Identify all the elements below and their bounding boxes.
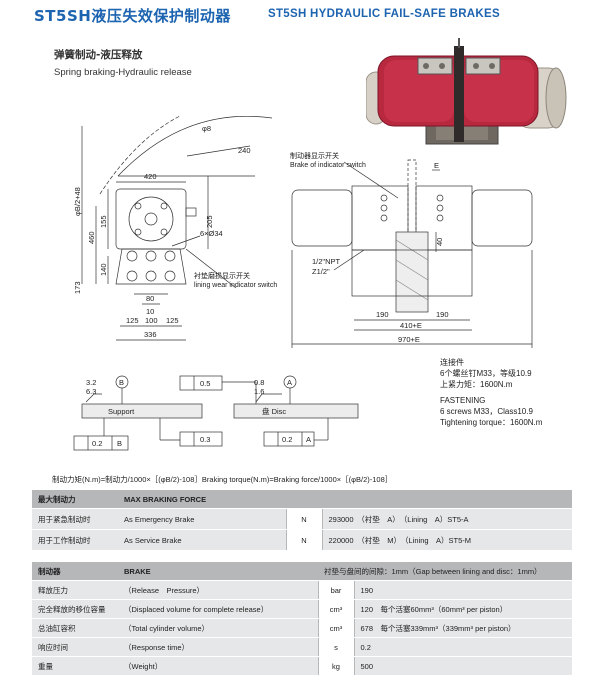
wear-indicator-label: 衬垫磨损显示开关 lining wear indicator switch [194, 273, 278, 289]
z-label: Z1/2" [312, 267, 330, 276]
dim-phiB: φB/2+48 [73, 187, 82, 216]
side-view-drawing: E 40 1/2"NPT Z1/2" 190 190 410+E 970+E [291, 159, 533, 348]
page-title-cn: ST5SH液压失效保护制动器 [34, 7, 231, 25]
dim-6xphi34: 6×Ø34 [200, 229, 223, 238]
parallel-02-a-ref: A [306, 435, 311, 444]
dim-410e: 410+E [400, 321, 422, 330]
runout-03: 0.3 [200, 435, 210, 444]
table1-header: 最大制动力 MAX BRAKING FORCE [32, 490, 572, 509]
table-row: 总油缸容积 （Total cylinder volume） cm³ 678 每个… [32, 618, 572, 638]
dim-420: 420 [144, 172, 157, 181]
brake-photo [366, 38, 567, 145]
npt-label: 1/2"NPT [312, 257, 341, 266]
table-row: 响应时间 （Response time） s 0.2 [32, 637, 572, 657]
parallel-02-a: 0.2 [282, 435, 292, 444]
datum-a: A [287, 378, 292, 387]
rough-63: 6.3 [86, 387, 96, 396]
subtitle-en: Spring braking-Hydraulic release [54, 67, 192, 78]
indicator-switch-label: 制动器显示开关 Brake of indicator switch [290, 153, 366, 169]
table-row: 用于工作制动时 As Service Brake N 220000 （衬垫 M）… [32, 529, 572, 551]
parallel-05: 0.5 [200, 379, 210, 388]
rough-16: 1.6 [254, 387, 264, 396]
rough-32: 3.2 [86, 378, 96, 387]
table-row: 重量 （Weight） kg 500 [32, 656, 572, 676]
table1-header-cn: 最大制动力 [32, 490, 118, 509]
label-e: E [434, 161, 439, 170]
dim-460: 460 [87, 231, 96, 244]
dim-125-right: 125 [166, 316, 179, 325]
dim-240: 240 [238, 146, 251, 155]
datum-b: B [119, 378, 124, 387]
front-view-drawing: φ8 240 420 φB/2+48 205 155 460 140 173 6… [73, 116, 273, 341]
dim-10: 10 [146, 307, 154, 316]
dim-336: 336 [144, 330, 157, 339]
parallel-02-b-ref: B [117, 439, 122, 448]
table2-header: 制动器 BRAKE 衬垫与盘间的间隙：1mm（Gap between linin… [32, 562, 572, 581]
dim-phi8: φ8 [202, 124, 211, 133]
max-braking-force-table: 最大制动力 MAX BRAKING FORCE 用于紧急制动时 As Emerg… [32, 490, 572, 551]
dim-190-right: 190 [436, 310, 449, 319]
dim-155: 155 [99, 215, 108, 228]
dim-970e: 970+E [398, 335, 420, 344]
dim-173: 173 [73, 281, 82, 294]
support-label: Support [108, 407, 135, 416]
fastening-notes: 连接件 6个螺丝钉M33，等级10.9 上紧力矩：1600N.m FASTENI… [440, 358, 543, 427]
table1-header-en: MAX BRAKING FORCE [118, 490, 572, 509]
subtitle-cn: 弹簧制动-液压释放 [54, 49, 143, 61]
torque-formula: 制动力矩(N.m)=制动力/1000×［(φB/2)-108］Braking t… [52, 475, 393, 484]
rough-08: 0.8 [254, 378, 264, 387]
table-row: 用于紧急制动时 As Emergency Brake N 293000 （衬垫 … [32, 508, 572, 530]
dim-140: 140 [99, 263, 108, 276]
page-title-en: ST5SH HYDRAULIC FAIL-SAFE BRAKES [268, 8, 500, 20]
dim-100: 100 [145, 316, 158, 325]
dim-80: 80 [146, 294, 154, 303]
dim-125-left: 125 [126, 316, 139, 325]
tolerance-diagram: 3.2 6.3 B 0.5 0.8 1.6 A Support 盘 Disc 0… [73, 375, 359, 451]
dim-40: 40 [435, 238, 444, 246]
disc-label: 盘 Disc [262, 406, 286, 416]
table-row: 完全释放的移位容量 （Displaced volume for complete… [32, 599, 572, 619]
table-row: 释放压力 （Release Pressure） bar 190 [32, 580, 572, 600]
dim-205: 205 [205, 215, 214, 228]
brake-spec-table: 制动器 BRAKE 衬垫与盘间的间隙：1mm（Gap between linin… [32, 562, 572, 676]
parallel-02-b: 0.2 [92, 439, 102, 448]
dim-190-left: 190 [376, 310, 389, 319]
